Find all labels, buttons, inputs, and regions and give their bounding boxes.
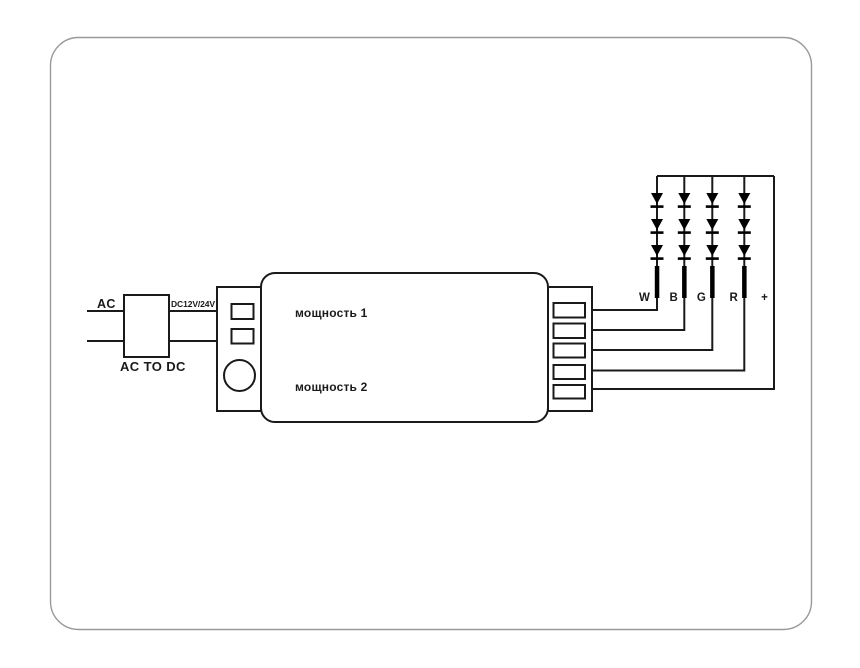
channel-g-label: G xyxy=(697,292,706,304)
channel-w-label: W xyxy=(639,292,650,304)
controller-body xyxy=(260,272,549,423)
channel-plus-wire xyxy=(592,176,775,390)
right-terminal-1 xyxy=(552,302,586,319)
converter-label: AC TO DC xyxy=(120,359,186,374)
channel-g-wire xyxy=(592,176,714,351)
right-terminal-2 xyxy=(552,322,586,339)
channel-b-label: B xyxy=(669,292,678,304)
left-terminal-2 xyxy=(230,328,255,345)
right-terminal-3 xyxy=(552,342,586,359)
channel-r-label: R xyxy=(729,292,738,304)
strip-contact-w xyxy=(654,266,660,298)
controller-button xyxy=(223,359,256,392)
power2-label: мощность 2 xyxy=(295,380,368,394)
strip-contact-r xyxy=(742,266,747,298)
power1-label: мощность 1 xyxy=(295,306,368,320)
dc-voltage-label: DC12V/24V xyxy=(171,299,215,309)
ac-label: AC xyxy=(97,297,116,311)
strip-contact-b xyxy=(682,266,687,298)
right-terminal-4 xyxy=(552,364,586,380)
right-terminal-5 xyxy=(552,384,586,400)
strip-contact-g xyxy=(710,266,715,298)
channel-plus-label: + xyxy=(761,292,768,304)
channel-r-wire xyxy=(592,176,746,372)
ac-to-dc-converter-box xyxy=(123,294,170,358)
left-terminal-1 xyxy=(230,303,255,320)
